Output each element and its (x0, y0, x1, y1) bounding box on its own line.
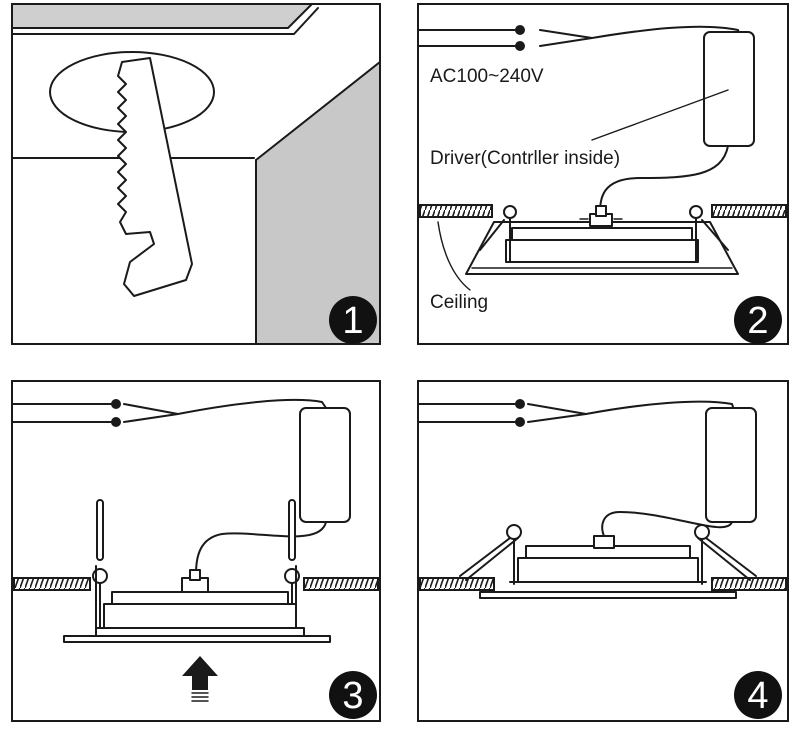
saw-icon (117, 57, 193, 297)
step-3-panel: 3 (11, 380, 381, 722)
ceiling-leader-line (437, 221, 471, 291)
voltage-label: AC100~240V (430, 66, 544, 87)
driver-box-icon (703, 31, 755, 147)
spring-clip-icon (459, 524, 757, 585)
spring-clip-icon (479, 205, 729, 263)
arrow-up-icon (182, 656, 218, 702)
step-badge: 1 (329, 296, 377, 344)
driver-leader-line (591, 89, 729, 141)
ceiling-slabs (13, 577, 379, 591)
driver-cable (195, 521, 327, 575)
mains-wires (11, 398, 327, 427)
downlight-icon (465, 205, 739, 275)
driver-cable (599, 145, 729, 215)
mains-wires (417, 399, 735, 427)
downlight-icon (479, 535, 737, 599)
step-number: 3 (342, 675, 363, 717)
mains-wires (417, 25, 741, 51)
step-number: 4 (747, 675, 768, 717)
step-1-panel: 1 (11, 3, 381, 345)
step-4-panel: 4 (417, 380, 789, 722)
driver-label: Driver(Contrller inside) (430, 148, 620, 169)
step-number: 1 (342, 300, 363, 342)
step-badge: 3 (329, 671, 377, 719)
downlight-icon (63, 569, 331, 643)
step-2-panel: AC100~240V Driver(Contrller inside) Ceil (417, 3, 789, 345)
driver-cable (601, 511, 733, 537)
driver-box-icon (299, 407, 351, 523)
step-badge: 4 (734, 671, 782, 719)
wall-corner (255, 59, 381, 345)
step-badge: 2 (734, 296, 782, 344)
driver-box-icon (705, 407, 757, 523)
step-number: 2 (747, 300, 768, 342)
ceiling-label: Ceiling (430, 292, 488, 313)
ceiling-slabs (419, 204, 787, 218)
